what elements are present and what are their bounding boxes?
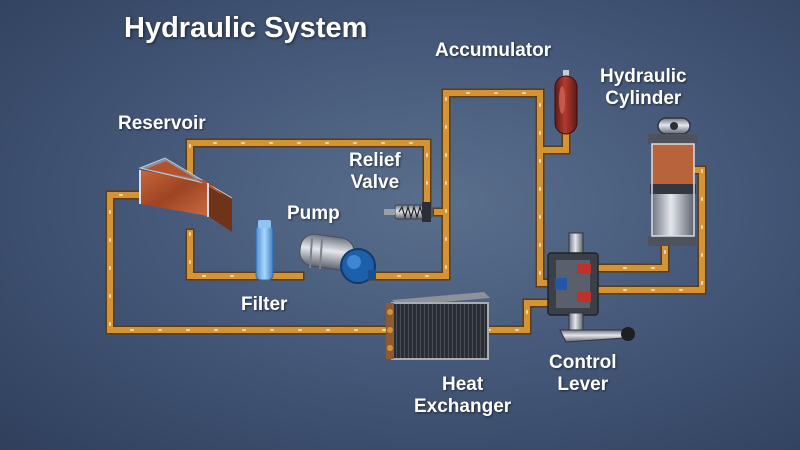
- label-filter: Filter: [241, 294, 288, 315]
- label-heat-exchanger: Heat Exchanger: [414, 374, 511, 418]
- pipe-fill: [593, 167, 705, 293]
- filter: [255, 220, 274, 281]
- pipe-fill: [367, 90, 555, 286]
- label-reservoir: Reservoir: [118, 113, 206, 134]
- control-valve-port-blue: [555, 278, 567, 290]
- pipe-heat-exchanger-to-control-valve: [483, 298, 555, 335]
- hydraulic-cylinder: [648, 117, 698, 246]
- control-valve: [547, 232, 599, 332]
- fluid-markers: [487, 302, 528, 331]
- pump-outlet-port: [368, 270, 376, 280]
- pipe-fill: [537, 130, 569, 153]
- pipe-fill: [485, 300, 553, 333]
- pump-motor-rib: [319, 238, 323, 270]
- label-line: Lever: [557, 374, 609, 395]
- cylinder-bottom-cap: [648, 236, 698, 246]
- control-lever: [559, 327, 635, 343]
- pump-housing-highlight: [347, 255, 361, 269]
- control-lever-arm: [559, 329, 625, 343]
- label-line: Cylinder: [605, 88, 682, 109]
- accumulator-cap: [563, 70, 569, 78]
- reservoir-front: [140, 170, 208, 216]
- control-valve-port-red: [577, 264, 591, 274]
- cylinder-top-cap: [648, 134, 698, 144]
- heat-exchanger-port: [387, 309, 393, 315]
- label-line: Hydraulic: [600, 66, 687, 87]
- cylinder-piston: [650, 184, 696, 194]
- relief-valve-port: [422, 202, 431, 222]
- pump: [299, 233, 376, 284]
- heat-exchanger-core: [391, 302, 489, 360]
- pipe-fill: [107, 192, 393, 333]
- pipe-fill: [187, 140, 430, 215]
- label-line: Control: [549, 352, 617, 373]
- label-pump: Pump: [287, 203, 340, 224]
- label-line: Relief: [349, 150, 401, 171]
- heat-exchanger: [386, 292, 490, 360]
- accumulator-highlight: [559, 86, 565, 114]
- relief-valve: [384, 202, 432, 222]
- cylinder-outline: [651, 143, 695, 237]
- reservoir-side: [208, 182, 232, 232]
- heat-exchanger-port: [387, 345, 393, 351]
- label-hydraulic-cylinder: Hydraulic Cylinder: [600, 66, 687, 110]
- accumulator-shell: [554, 75, 578, 135]
- label-line: Exchanger: [414, 396, 512, 417]
- label-accumulator: Accumulator: [435, 40, 552, 61]
- cylinder-mount-hole: [670, 122, 678, 130]
- cylinder-barrel-lower: [652, 194, 694, 236]
- reservoir: [138, 157, 233, 232]
- pipe-network: [105, 88, 707, 335]
- reservoir-fluid-surface: [146, 161, 224, 196]
- pipe-reservoir-to-filter: [185, 228, 261, 281]
- relief-valve-spring: [398, 204, 424, 220]
- control-valve-spool-top: [568, 232, 584, 256]
- label-line: Heat: [441, 374, 484, 395]
- pump-motor-rib: [309, 237, 313, 269]
- control-valve-port-red: [577, 292, 591, 302]
- label-relief-valve: Relief Valve: [349, 150, 401, 194]
- fluid-markers: [189, 232, 257, 277]
- cylinder-barrel-fluid: [652, 144, 694, 184]
- diagram-title: Hydraulic System: [124, 12, 368, 44]
- label-line: Valve: [350, 172, 400, 193]
- control-lever-knob: [621, 327, 635, 341]
- pipe-fill: [187, 230, 259, 279]
- filter-cap: [258, 220, 271, 228]
- filter-body: [255, 224, 274, 281]
- accumulator: [554, 70, 578, 135]
- relief-valve-adjuster: [384, 209, 395, 215]
- label-control-lever: Control Lever: [549, 352, 617, 396]
- heat-exchanger-port: [387, 327, 393, 333]
- control-valve-spool-bottom: [568, 312, 584, 332]
